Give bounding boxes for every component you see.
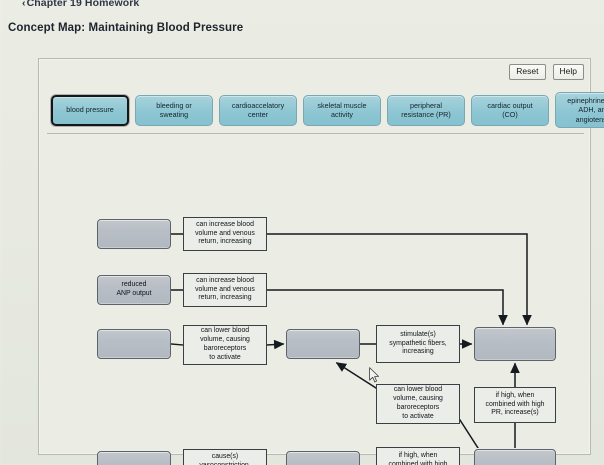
slot-r3-right[interactable] bbox=[474, 327, 556, 361]
slot-r3-mid[interactable] bbox=[286, 329, 360, 359]
chip-blood-pressure[interactable]: blood pressure bbox=[51, 94, 129, 126]
chip-cardiac-output[interactable]: cardiac output(CO) bbox=[471, 94, 549, 126]
connector bbox=[335, 361, 378, 390]
connector bbox=[266, 289, 508, 326]
chip-label: cardiac output(CO) bbox=[487, 100, 533, 119]
help-button[interactable]: Help bbox=[552, 64, 584, 80]
node-label: stimulate(s)sympathetic fibers,increasin… bbox=[389, 330, 447, 356]
connector-lines bbox=[170, 233, 532, 448]
slot-r5-right[interactable] bbox=[474, 449, 556, 465]
phrase-r5: cause(s)vasoconstriction,directly increa… bbox=[183, 449, 267, 465]
slot-r3-left[interactable] bbox=[97, 329, 171, 359]
chip-label: blood pressure bbox=[66, 105, 114, 115]
chip-label: epinephrine, NE,ADH, andangiotensin bbox=[567, 96, 604, 124]
connector bbox=[458, 418, 479, 448]
node-label: cause(s)vasoconstriction,directly increa… bbox=[199, 452, 250, 465]
connector bbox=[266, 233, 532, 326]
slot-r5-left[interactable] bbox=[97, 451, 171, 465]
connector bbox=[170, 343, 184, 346]
breadcrumb[interactable]: ‹Chapter 19 Homework bbox=[22, 0, 139, 9]
connector bbox=[266, 339, 285, 350]
slot-r5-mid[interactable] bbox=[286, 451, 360, 465]
toolbar: Reset Help bbox=[509, 64, 584, 80]
slot-r1-left[interactable] bbox=[97, 219, 171, 249]
reset-button[interactable]: Reset bbox=[509, 64, 546, 80]
breadcrumb-label: Chapter 19 Homework bbox=[26, 0, 140, 9]
chevron-left-icon: ‹ bbox=[22, 0, 26, 9]
page-title: Concept Map: Maintaining Blood Pressure bbox=[8, 22, 244, 34]
phrase-r3b: stimulate(s)sympathetic fibers,increasin… bbox=[376, 325, 460, 363]
chip-epinephrine[interactable]: epinephrine, NE,ADH, andangiotensin bbox=[555, 92, 604, 128]
